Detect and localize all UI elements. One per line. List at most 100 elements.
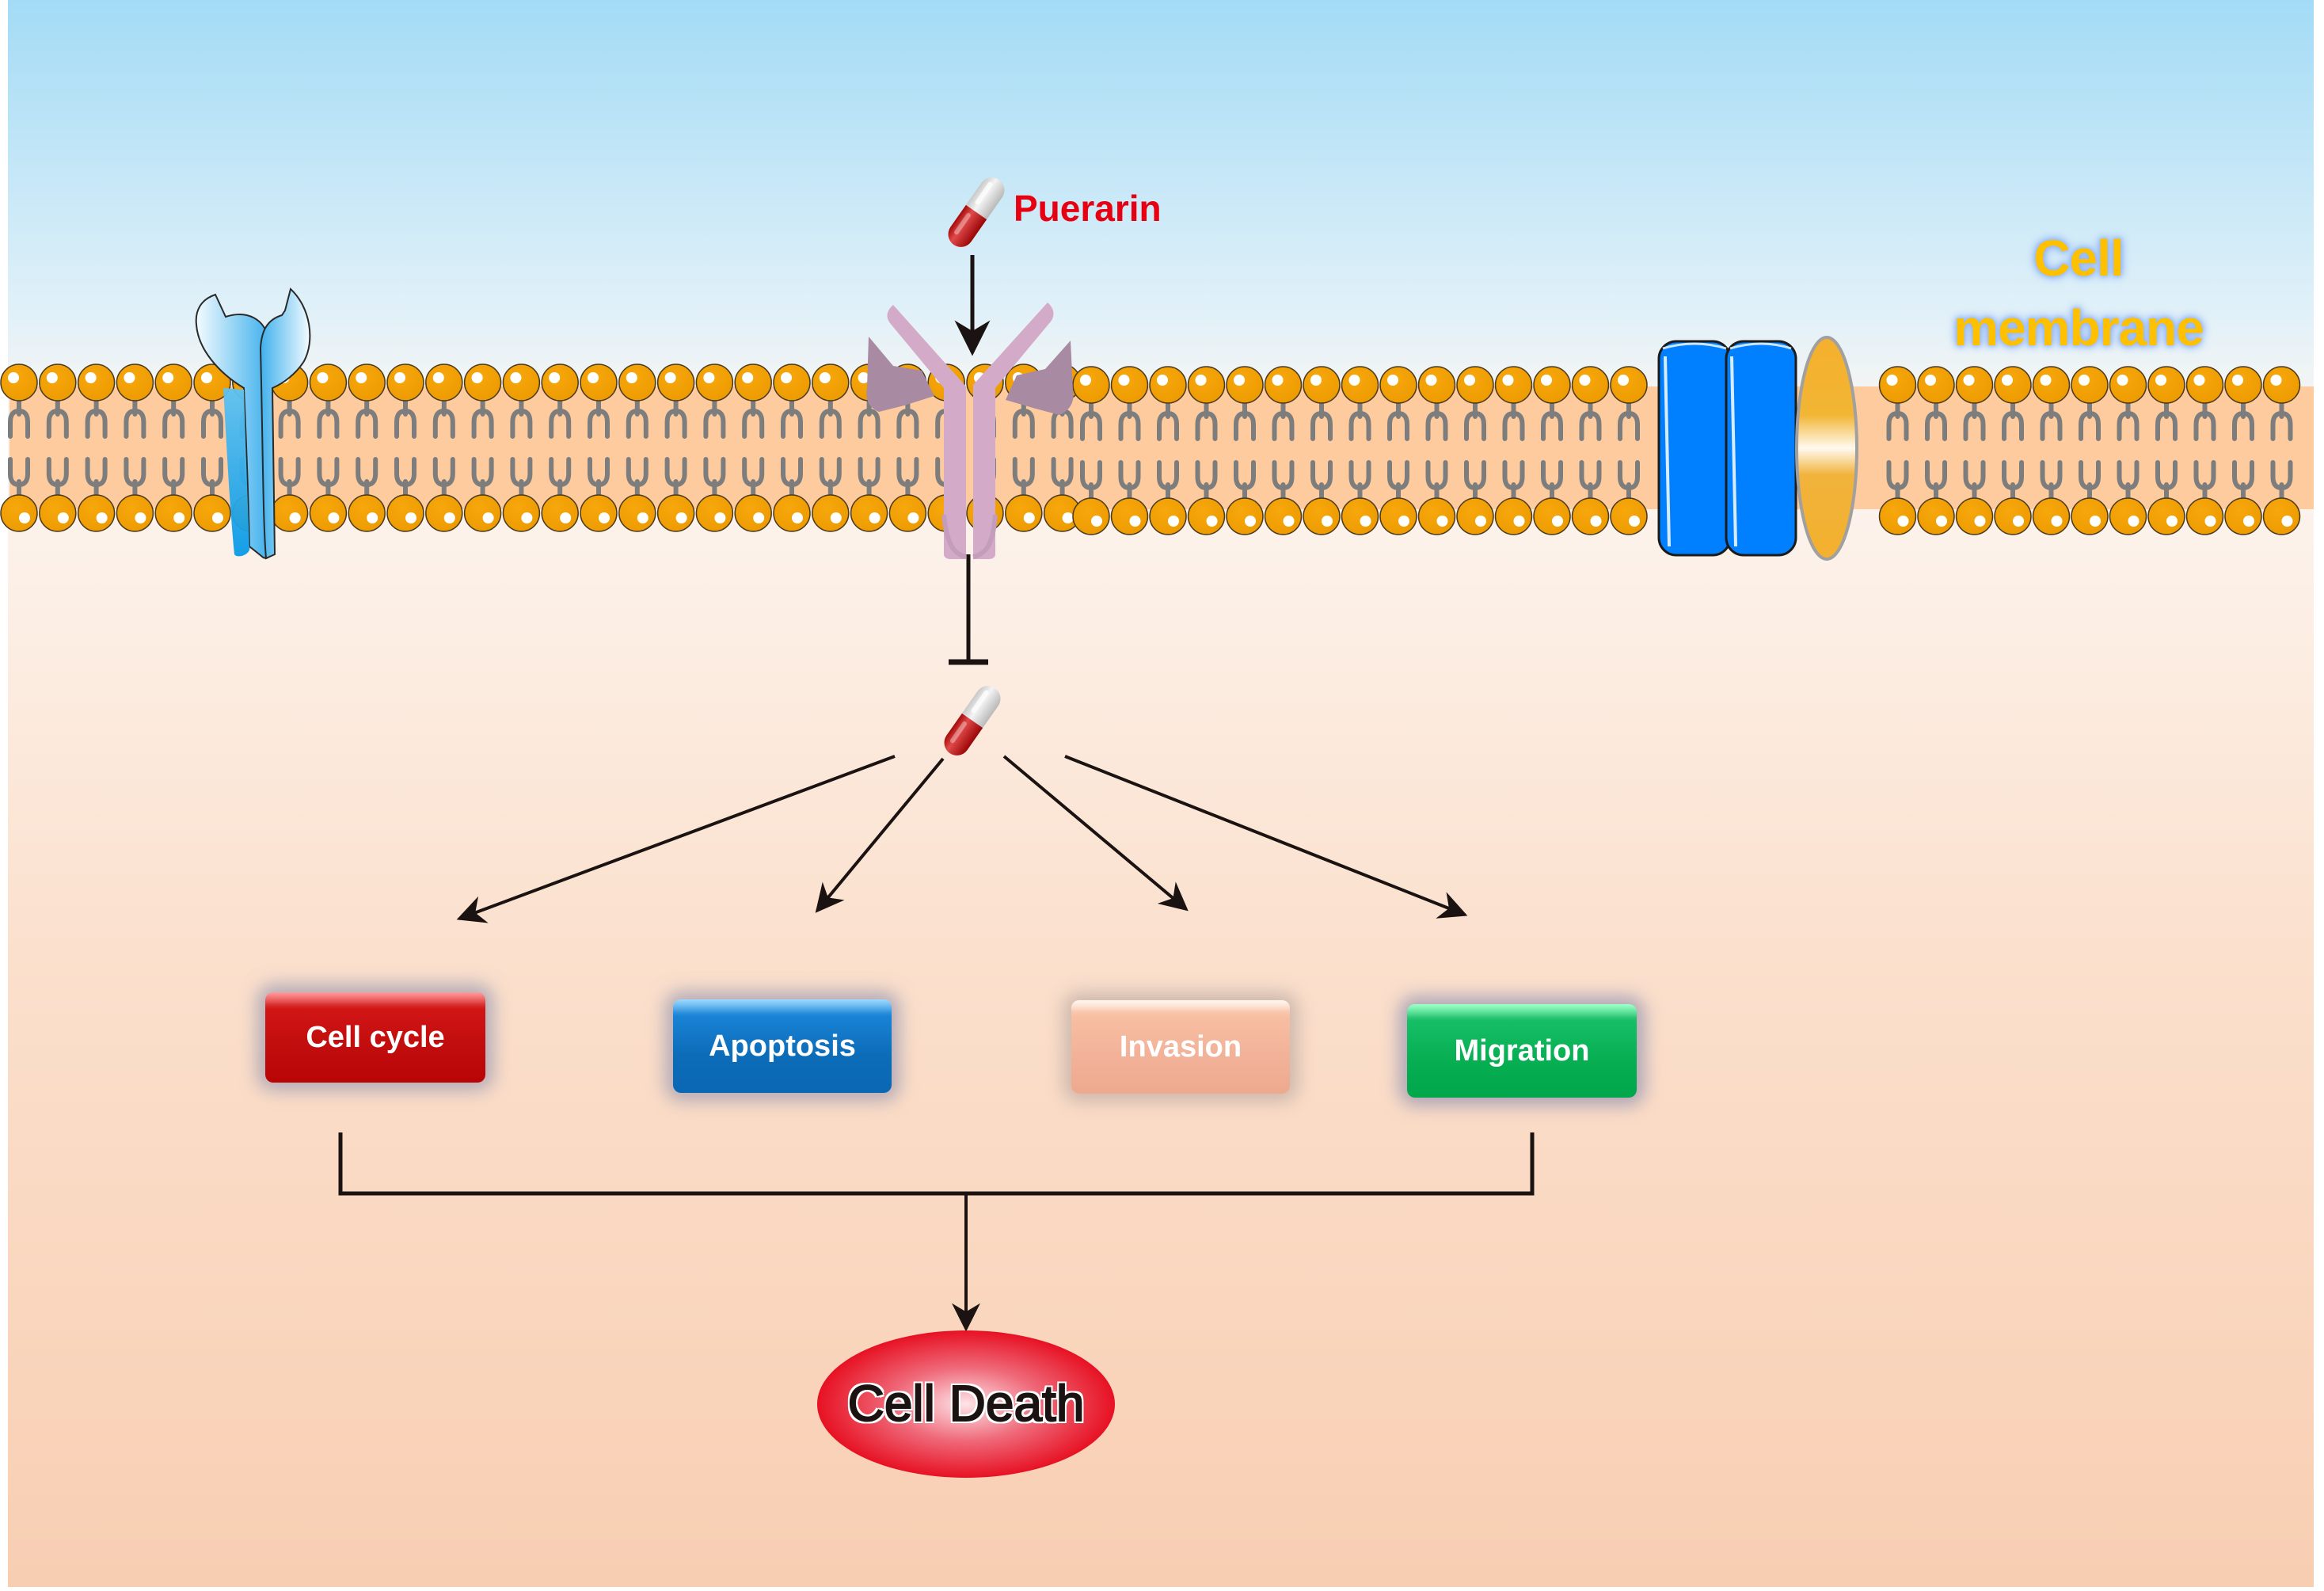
lipid-head-highlight (1590, 516, 1602, 527)
phospholipid (1917, 366, 1955, 535)
lipid-head-highlight (432, 372, 444, 383)
lipid-head-highlight (1195, 375, 1207, 386)
lipid-head-highlight (2243, 516, 2254, 527)
lipid-head-highlight (521, 512, 533, 523)
lipid-head (116, 363, 154, 402)
phospholipid (1149, 366, 1187, 535)
lipid-head (1379, 366, 1417, 404)
lipid-head (348, 494, 386, 532)
lipid-head (2147, 366, 2185, 404)
membrane-protein-oval (1795, 336, 1858, 561)
lipid-head (1417, 497, 1456, 535)
phospholipid (1264, 366, 1303, 535)
arrow-to-cell-cycle (456, 755, 896, 923)
lipid-tail (2002, 398, 2024, 503)
outcome-box-cell-cycle: Cell cycle (265, 992, 485, 1083)
phospholipid (1379, 366, 1417, 535)
lipid-head (773, 363, 811, 402)
lipid-head (1917, 497, 1955, 535)
lipid-head-highlight (1168, 516, 1179, 527)
lipid-head (1341, 497, 1379, 535)
lipid-tail (46, 396, 69, 500)
lipid-tail (356, 396, 378, 500)
lipid-head-highlight (2281, 516, 2293, 527)
lipid-head-highlight (588, 372, 599, 383)
phospholipid (2262, 366, 2301, 535)
receptor-dimer-left (195, 287, 311, 560)
outcome-label: Apoptosis (709, 1029, 856, 1063)
lipid-head (348, 363, 386, 402)
arrow-to-apoptosis (815, 757, 945, 913)
lipid-tail (1541, 398, 1563, 503)
lipid-tail (85, 396, 108, 500)
phospholipid (2071, 366, 2109, 535)
lipid-head-highlight (124, 372, 135, 383)
lipid-head-highlight (162, 372, 174, 383)
lipid-head (1878, 366, 1917, 404)
lipid-tail (394, 396, 416, 500)
phospholipid (2147, 366, 2185, 535)
phospholipid (1456, 366, 1494, 535)
lipid-head-highlight (792, 512, 803, 523)
lipid-head-highlight (869, 512, 881, 523)
phospholipid (1187, 366, 1226, 535)
lipid-head-highlight (1886, 375, 1898, 386)
lipid-head-highlight (1464, 375, 1475, 386)
y-receptor (866, 303, 1074, 559)
lipid-head-highlight (367, 512, 378, 523)
phospholipid (463, 363, 502, 532)
lipid-head (541, 363, 579, 402)
outcome-label: Cell cycle (306, 1020, 445, 1054)
phospholipid (1571, 366, 1610, 535)
outcome-label: Invasion (1119, 1030, 1242, 1064)
lipid-head-highlight (2040, 375, 2052, 386)
phospholipid (425, 363, 463, 532)
lipid-head (2262, 366, 2301, 404)
lipid-head (1149, 366, 1187, 404)
lipid-tail (317, 396, 340, 500)
lipid-head-highlight (549, 372, 561, 383)
lipid-head-highlight (1936, 516, 1947, 527)
lipid-head-highlight (1387, 375, 1398, 386)
phospholipid (1303, 366, 1341, 535)
phospholipid (77, 363, 116, 532)
cell-membrane-label-line1: Cell (2033, 230, 2124, 287)
lipid-head-highlight (1129, 516, 1141, 527)
lipid-head-highlight (1023, 512, 1035, 523)
lipid-head (425, 494, 463, 532)
lipid-tail (1387, 398, 1409, 503)
lipid-tail (2232, 398, 2254, 503)
lipid-head-highlight (714, 512, 726, 523)
lipid-tail (278, 396, 301, 500)
outcome-box-apoptosis: Apoptosis (673, 999, 892, 1093)
lipid-tail (1310, 398, 1333, 503)
lipid-head-highlight (626, 372, 637, 383)
phospholipid (1955, 366, 1994, 535)
lipid-tail (1502, 398, 1525, 503)
lipid-head-highlight (317, 372, 329, 383)
lipid-head-highlight (1272, 375, 1284, 386)
lipid-head-highlight (173, 512, 185, 523)
lipid-head (734, 494, 772, 532)
lipid-head-highlight (1425, 375, 1437, 386)
lipid-head-highlight (1322, 516, 1333, 527)
lipid-tail (1195, 398, 1218, 503)
lipid-head-highlight (599, 512, 610, 523)
lipid-tail (124, 396, 146, 500)
lipid-head (386, 494, 424, 532)
lipid-head-highlight (2013, 516, 2024, 527)
phospholipid (1610, 366, 1648, 535)
lipid-head-highlight (1206, 516, 1218, 527)
ion-channel (1657, 340, 1797, 557)
lipid-head (309, 363, 348, 402)
cell-death-node (817, 1330, 1115, 1478)
lipid-head (2109, 497, 2147, 535)
lipid-head-highlight (1436, 516, 1448, 527)
lipid-head (695, 494, 734, 532)
lipid-head-highlight (560, 512, 572, 523)
phospholipid (193, 363, 231, 532)
lipid-tail (588, 396, 610, 500)
lipid-head (1264, 366, 1303, 404)
